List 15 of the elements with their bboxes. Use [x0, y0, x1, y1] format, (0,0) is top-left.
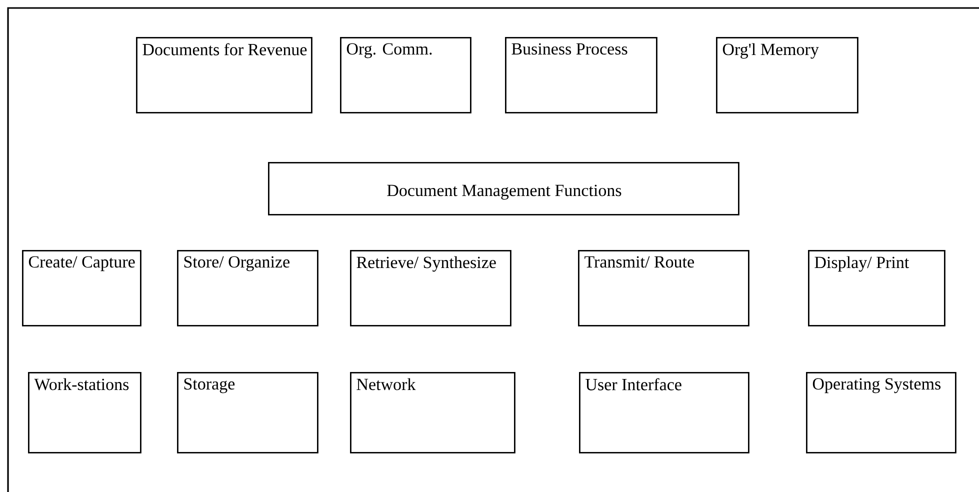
text-box: User Interface [579, 372, 750, 454]
text-box: Operating Systems [806, 372, 956, 454]
text-box: Storage [177, 372, 318, 454]
text-box: Create/ Capture [22, 250, 142, 326]
text-box: Business Process [505, 37, 658, 114]
text-box: Network [350, 372, 516, 454]
text-box: Retrieve/ Synthesize [350, 250, 512, 326]
text-box: Documents for Revenue [136, 37, 312, 114]
text-box: Org'l Memory [716, 37, 858, 114]
text-box: Store/ Organize [177, 250, 318, 326]
text-box: Display/ Print [808, 250, 946, 326]
text-box: Work-stations [28, 372, 142, 454]
text-box: Org. Comm. [340, 37, 472, 114]
title-box: Document Management Functions [268, 162, 740, 216]
text-box: Transmit/ Route [578, 250, 750, 326]
